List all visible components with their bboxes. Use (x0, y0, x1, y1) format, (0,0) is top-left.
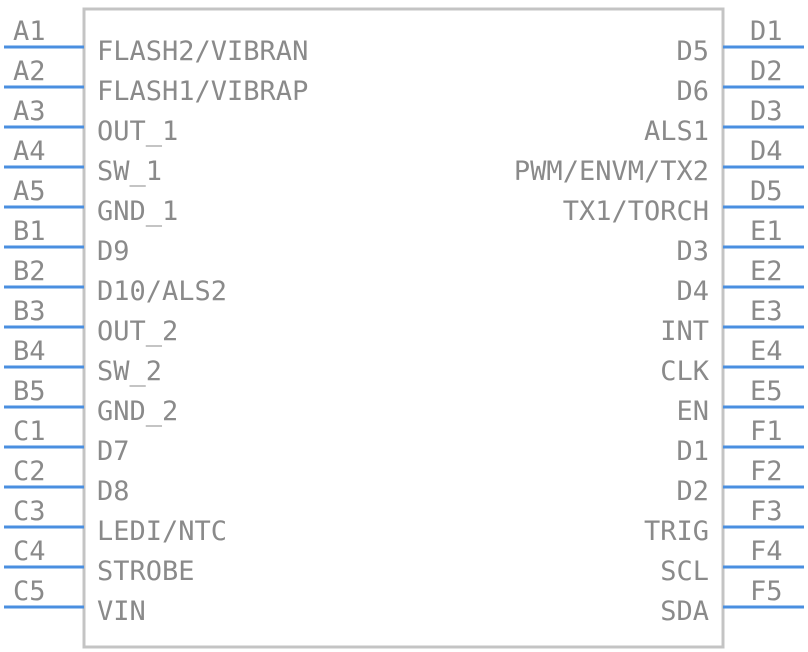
right-pin-number: F5 (750, 576, 783, 607)
right-pin-number: E3 (750, 296, 783, 327)
right-pin-name: CLK (660, 356, 710, 387)
right-pin-group: D1D5D2D6D3ALS1D4PWM/ENVM/TX2D5TX1/TORCHE… (514, 16, 804, 627)
right-pin-name: D6 (676, 76, 709, 107)
left-pin-number: C5 (13, 576, 46, 607)
right-pin-number: F3 (750, 496, 783, 527)
right-pin-name: ALS1 (644, 116, 709, 147)
right-pin-number: D3 (750, 96, 783, 127)
left-pin-name: OUT_1 (97, 116, 178, 147)
left-pin-name: D7 (97, 436, 130, 467)
right-pin-number: D4 (750, 136, 783, 167)
right-pin-number: F1 (750, 416, 783, 447)
left-pin-name: D8 (97, 476, 130, 507)
left-pin-number: B4 (13, 336, 46, 367)
right-pin-name: EN (676, 396, 709, 427)
right-pin-number: D5 (750, 176, 783, 207)
left-pin-name: STROBE (97, 556, 195, 587)
right-pin-name: SDA (660, 596, 709, 627)
left-pin-number: A1 (13, 16, 46, 47)
left-pin-name: D10/ALS2 (97, 276, 227, 307)
left-pin-name: GND_2 (97, 396, 178, 427)
left-pin-name: GND_1 (97, 196, 178, 227)
right-pin-name: INT (660, 316, 709, 347)
left-pin-number: C3 (13, 496, 46, 527)
right-pin-number: E2 (750, 256, 783, 287)
left-pin-number: A4 (13, 136, 46, 167)
left-pin-number: A3 (13, 96, 46, 127)
left-pin-name: FLASH1/VIBRAP (97, 76, 308, 107)
left-pin-name: LEDI/NTC (97, 516, 227, 547)
left-pin-number: B1 (13, 216, 46, 247)
left-pin-number: C2 (13, 456, 46, 487)
left-pin-name: D9 (97, 236, 130, 267)
right-pin-number: E1 (750, 216, 783, 247)
right-pin-name: TX1/TORCH (563, 196, 709, 227)
left-pin-number: B2 (13, 256, 46, 287)
left-pin-name: FLASH2/VIBRAN (97, 36, 308, 67)
left-pin-number: A2 (13, 56, 46, 87)
right-pin-number: E5 (750, 376, 783, 407)
right-pin-name: TRIG (644, 516, 709, 547)
right-pin-number: F4 (750, 536, 783, 567)
right-pin-name: D3 (676, 236, 709, 267)
left-pin-number: B5 (13, 376, 46, 407)
left-pin-name: OUT_2 (97, 316, 178, 347)
left-pin-number: C1 (13, 416, 46, 447)
left-pin-number: C4 (13, 536, 46, 567)
left-pin-number: A5 (13, 176, 46, 207)
left-pin-name: SW_1 (97, 156, 162, 187)
left-pin-number: B3 (13, 296, 46, 327)
right-pin-name: D2 (676, 476, 709, 507)
right-pin-number: D2 (750, 56, 783, 87)
right-pin-number: E4 (750, 336, 783, 367)
right-pin-name: D1 (676, 436, 709, 467)
right-pin-name: PWM/ENVM/TX2 (514, 156, 709, 187)
left-pin-name: SW_2 (97, 356, 162, 387)
right-pin-name: D4 (676, 276, 709, 307)
right-pin-name: D5 (676, 36, 709, 67)
left-pin-name: VIN (97, 596, 146, 627)
right-pin-number: F2 (750, 456, 783, 487)
right-pin-name: SCL (660, 556, 709, 587)
right-pin-number: D1 (750, 16, 783, 47)
